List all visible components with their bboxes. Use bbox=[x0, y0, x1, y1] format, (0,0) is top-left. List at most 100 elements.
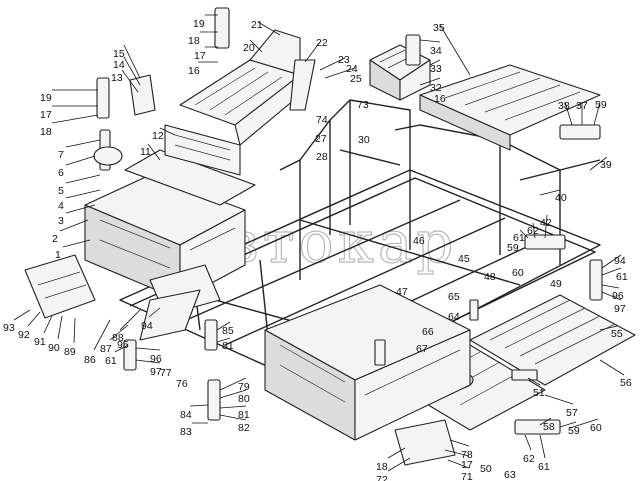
callout-number: 80 bbox=[238, 393, 250, 405]
callout-number: 60 bbox=[512, 267, 524, 279]
callout-number: 3 bbox=[58, 215, 64, 227]
callout-number: 97 bbox=[150, 366, 162, 378]
callout-number: 77 bbox=[160, 367, 172, 379]
callout-number: 50 bbox=[480, 463, 492, 475]
callout-number: 59 bbox=[568, 425, 580, 437]
callout-number: 16 bbox=[188, 65, 200, 77]
callout-number: 11 bbox=[140, 146, 151, 158]
callout-number: 18 bbox=[40, 126, 52, 138]
callout-number: 83 bbox=[180, 426, 192, 438]
callout-number: 34 bbox=[430, 45, 442, 57]
callout-number: 61 bbox=[538, 461, 550, 473]
callout-number: 37 bbox=[576, 100, 588, 112]
callout-number: 21 bbox=[251, 19, 263, 31]
callout-number: 78 bbox=[461, 449, 473, 461]
callout-number: 86 bbox=[84, 354, 96, 366]
callout-number: 87 bbox=[100, 343, 112, 355]
callout-number: 7 bbox=[58, 149, 64, 161]
callout-number: 73 bbox=[357, 99, 369, 111]
callout-number: 94 bbox=[141, 320, 153, 332]
callout-number: 15 bbox=[113, 48, 125, 60]
callout-number: 2 bbox=[52, 233, 58, 245]
callout-number: 33 bbox=[430, 63, 442, 75]
callout-number: 65 bbox=[448, 291, 460, 303]
cab-cage bbox=[279, 99, 601, 280]
callout-number: 20 bbox=[243, 42, 255, 54]
callout-number: 42 bbox=[540, 217, 552, 229]
callout-number: 94 bbox=[614, 255, 626, 267]
callout-number: 84 bbox=[180, 409, 192, 421]
callout-number: 93 bbox=[3, 322, 15, 334]
callout-number: 92 bbox=[18, 329, 30, 341]
callout-number: 85 bbox=[222, 325, 234, 337]
callout-number: 32 bbox=[430, 82, 442, 94]
callout-number: 97 bbox=[614, 303, 626, 315]
callout-number: 49 bbox=[550, 278, 562, 290]
callout-number: 59 bbox=[595, 99, 607, 111]
callout-number: 89 bbox=[64, 346, 76, 358]
callout-number: 67 bbox=[416, 343, 428, 355]
callout-number: 56 bbox=[620, 377, 632, 389]
callout-number: 19 bbox=[40, 92, 52, 104]
callout-number: 46 bbox=[413, 235, 425, 247]
callout-number: 17 bbox=[194, 50, 206, 62]
side-bracket bbox=[24, 254, 221, 341]
callout-number: 51 bbox=[533, 387, 545, 399]
callout-number: 39 bbox=[600, 159, 612, 171]
callout-number: 55 bbox=[611, 328, 623, 340]
callout-number: 64 bbox=[448, 311, 460, 323]
callout-number: 48 bbox=[484, 271, 496, 283]
callout-number: 38 bbox=[558, 100, 570, 112]
floor-panel-20 bbox=[179, 29, 301, 146]
callout-number: 30 bbox=[358, 134, 370, 146]
callout-number: 6 bbox=[58, 167, 64, 179]
callout-number: 61 bbox=[105, 355, 117, 367]
small-components bbox=[93, 7, 603, 466]
callout-number: 91 bbox=[34, 336, 46, 348]
front-floor-box bbox=[264, 284, 471, 441]
callout-number: 1 bbox=[55, 249, 61, 261]
callout-number: 72 bbox=[376, 474, 388, 481]
callout-number: 5 bbox=[58, 185, 64, 197]
callout-number: 27 bbox=[315, 133, 327, 145]
callout-number: 81 bbox=[238, 409, 250, 421]
callout-number: 96 bbox=[150, 353, 162, 365]
callout-number: 82 bbox=[238, 422, 250, 434]
callout-number: 14 bbox=[113, 59, 125, 71]
callout-number: 35 bbox=[433, 22, 445, 34]
callout-number: 62 bbox=[527, 225, 539, 237]
callout-number: 96 bbox=[612, 290, 624, 302]
callout-number: 95 bbox=[117, 339, 129, 351]
callout-number: 79 bbox=[238, 381, 250, 393]
callout-number: 47 bbox=[396, 286, 408, 298]
callout-number: 13 bbox=[111, 72, 123, 84]
callout-number: 18 bbox=[188, 35, 200, 47]
callout-number: 71 bbox=[461, 471, 473, 481]
callout-number: 28 bbox=[316, 151, 328, 163]
callout-number: 40 bbox=[555, 192, 567, 204]
callout-number: 17 bbox=[40, 109, 52, 121]
callout-number: 24 bbox=[346, 63, 358, 75]
leader-lines bbox=[13, 14, 625, 472]
callout-number: 19 bbox=[193, 18, 205, 30]
callout-number: 17 bbox=[461, 459, 473, 471]
callout-number: 23 bbox=[338, 54, 350, 66]
callout-number: 88 bbox=[112, 332, 124, 344]
callout-number: 90 bbox=[48, 342, 60, 354]
callout-number: 66 bbox=[422, 326, 434, 338]
callout-number: 22 bbox=[316, 37, 328, 49]
callout-number: 18 bbox=[376, 461, 388, 473]
callout-number: 59 bbox=[507, 242, 519, 254]
callout-number: 63 bbox=[504, 469, 516, 481]
callout-number: 62 bbox=[523, 453, 535, 465]
callout-number: 60 bbox=[590, 422, 602, 434]
seat-console bbox=[369, 44, 431, 101]
callout-number: 45 bbox=[458, 253, 470, 265]
callout-number: 4 bbox=[58, 200, 64, 212]
upper-panel-35 bbox=[419, 64, 601, 151]
callout-number: 58 bbox=[543, 421, 555, 433]
callout-number: 57 bbox=[566, 407, 578, 419]
callout-number: 74 bbox=[316, 114, 328, 126]
